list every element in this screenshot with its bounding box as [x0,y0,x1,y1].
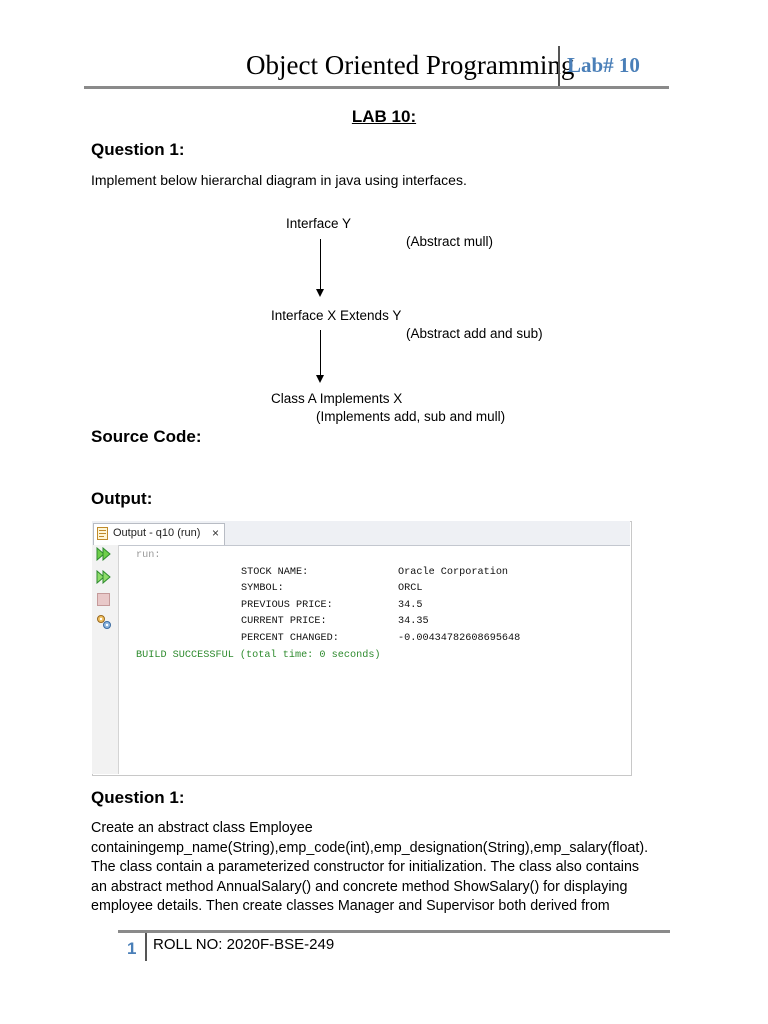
output-run-line: run: [136,550,161,561]
arrow-2-head [316,375,324,383]
note-abstract-add-sub: (Abstract add and sub) [406,326,543,341]
node-interface-x: Interface X Extends Y [271,308,402,323]
output-value-symbol: ORCL [398,583,423,594]
output-key-previous-price: PREVIOUS PRICE: [241,600,333,611]
question-2-line-4: an abstract method AnnualSalary() and co… [91,878,628,895]
output-build-status: BUILD SUCCESSFUL (total time: 0 seconds) [136,650,381,661]
output-key-percent-changed: PERCENT CHANGED: [241,633,339,644]
output-key-stock-name: STOCK NAME: [241,567,309,578]
rerun-with-options-icon[interactable] [96,570,112,584]
document-title: Object Oriented Programming [246,50,575,80]
lab-heading: LAB 10: [0,107,768,127]
node-class-a: Class A Implements X [271,391,403,406]
question-2-title: Question 1: [91,788,185,807]
output-key-symbol: SYMBOL: [241,583,284,594]
page-number: 1 [127,939,137,958]
question-2-line-5: employee details. Then create classes Ma… [91,898,610,914]
footer-rule [118,930,670,933]
arrow-1-line [320,239,321,290]
note-implements: (Implements add, sub and mull) [316,409,506,424]
header-rule [84,86,669,89]
lab-number: Lab# 10 [567,53,640,77]
question-1-title: Question 1: [91,140,185,159]
output-panel [92,521,632,776]
question-2-line-1: Create an abstract class Employee [91,820,313,836]
note-abstract-mull: (Abstract mull) [406,234,494,249]
settings-icon[interactable] [96,614,112,630]
output-tab[interactable] [93,523,225,545]
node-interface-y: Interface Y [286,216,352,231]
lab-heading-text: LAB 10: [351,107,417,126]
close-icon[interactable]: × [212,526,220,540]
output-value-current-price: 34.35 [398,616,429,627]
stop-icon[interactable] [97,593,110,606]
header-divider [558,46,560,86]
output-value-percent-changed: -0.00434782608695648 [398,633,521,644]
question-2-line-3: The class contain a parameterized constr… [91,859,640,875]
source-code-title: Source Code: [91,427,202,446]
output-value-previous-price: 34.5 [398,600,423,611]
footer-divider [145,933,147,961]
output-window-icon [97,527,108,540]
arrow-1-head [316,289,324,297]
roll-number: ROLL NO: 2020F-BSE-249 [153,936,335,953]
output-value-stock-name: Oracle Corporation [398,567,509,578]
output-title: Output: [91,489,153,508]
question-1-text: Implement below hierarchal diagram in ja… [91,172,467,188]
question-2-line-2: containingemp_name(String),emp_code(int)… [91,839,649,856]
output-key-current-price: CURRENT PRICE: [241,616,327,627]
rerun-icon[interactable] [96,547,112,561]
output-tab-label: Output - q10 (run) [113,527,201,539]
arrow-2-line [320,330,321,376]
